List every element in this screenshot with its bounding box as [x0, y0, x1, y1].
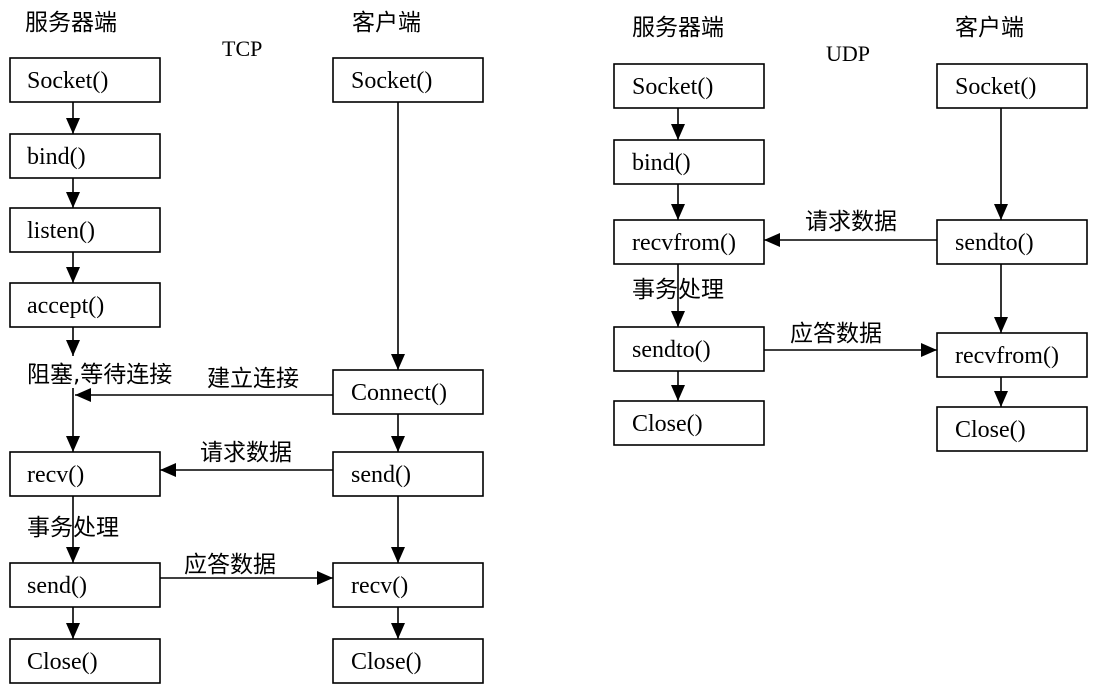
udp-client-sendto-label: sendto() [955, 230, 1034, 256]
tcp-client-send-box [332, 451, 484, 497]
udp-client-recvfrom-label: recvfrom() [955, 343, 1059, 369]
udp-request-label: 请求数据 [805, 209, 897, 235]
tcp-server-close-label: Close() [27, 649, 98, 675]
tcp-server-bind-box [9, 133, 161, 179]
tcp-client-connect-box [332, 369, 484, 415]
tcp-server-recv-box [9, 451, 161, 497]
udp-section: 服务器端 UDP 客户端 Socket() bind() recvfrom() … [613, 15, 1088, 452]
udp-title: UDP [826, 41, 870, 66]
tcp-server-header: 服务器端 [25, 10, 117, 36]
udp-server-bind-label: bind() [632, 150, 691, 176]
tcp-blocking-label: 阻塞,等待连接 [27, 362, 172, 388]
tcp-server-accept-box [9, 282, 161, 328]
tcp-client-header: 客户端 [352, 10, 421, 36]
udp-client-close-box [936, 406, 1088, 452]
tcp-client-connect-label: Connect() [351, 380, 447, 406]
udp-server-close-label: Close() [632, 411, 703, 437]
tcp-client-column: Socket() Connect() send() recv() Close() [332, 57, 484, 684]
udp-server-close-box [613, 400, 765, 446]
tcp-server-socket-label: Socket() [27, 68, 108, 94]
tcp-section: 服务器端 TCP 客户端 Socket() bind() listen() ac… [9, 10, 484, 684]
udp-server-bind-box [613, 139, 765, 185]
tcp-client-recv-box [332, 562, 484, 608]
tcp-client-send-label: send() [351, 462, 411, 488]
tcp-server-close-box [9, 638, 161, 684]
udp-client-close-label: Close() [955, 417, 1026, 443]
udp-client-header: 客户端 [955, 15, 1024, 41]
tcp-client-close-box [332, 638, 484, 684]
udp-server-socket-label: Socket() [632, 74, 713, 100]
tcp-server-send-box [9, 562, 161, 608]
tcp-server-listen-box [9, 207, 161, 253]
tcp-client-recv-label: recv() [351, 573, 408, 599]
udp-server-recvfrom-box [613, 219, 765, 265]
udp-client-socket-label: Socket() [955, 74, 1036, 100]
tcp-server-column: Socket() bind() listen() accept() recv()… [9, 57, 161, 684]
udp-client-socket-box [936, 63, 1088, 109]
tcp-client-close-label: Close() [351, 649, 422, 675]
tcp-server-send-label: send() [27, 573, 87, 599]
tcp-server-bind-label: bind() [27, 144, 86, 170]
udp-client-sendto-box [936, 219, 1088, 265]
tcp-request-label: 请求数据 [200, 440, 292, 466]
tcp-server-recv-label: recv() [27, 462, 84, 488]
udp-server-sendto-label: sendto() [632, 337, 711, 363]
udp-client-recvfrom-box [936, 332, 1088, 378]
tcp-server-accept-label: accept() [27, 293, 104, 319]
udp-server-recvfrom-label: recvfrom() [632, 230, 736, 256]
tcp-title: TCP [222, 36, 262, 61]
udp-client-column: Socket() sendto() recvfrom() Close() [936, 63, 1088, 452]
tcp-server-listen-label: listen() [27, 218, 95, 244]
udp-server-socket-box [613, 63, 765, 109]
tcp-server-socket-box [9, 57, 161, 103]
udp-server-sendto-box [613, 326, 765, 372]
tcp-client-socket-box [332, 57, 484, 103]
tcp-client-socket-label: Socket() [351, 68, 432, 94]
udp-response-label: 应答数据 [790, 321, 882, 347]
udp-server-header: 服务器端 [632, 15, 724, 41]
tcp-connect-label: 建立连接 [207, 366, 299, 392]
tcp-response-label: 应答数据 [184, 552, 276, 578]
udp-server-column: Socket() bind() recvfrom() sendto() Clos… [613, 63, 765, 446]
